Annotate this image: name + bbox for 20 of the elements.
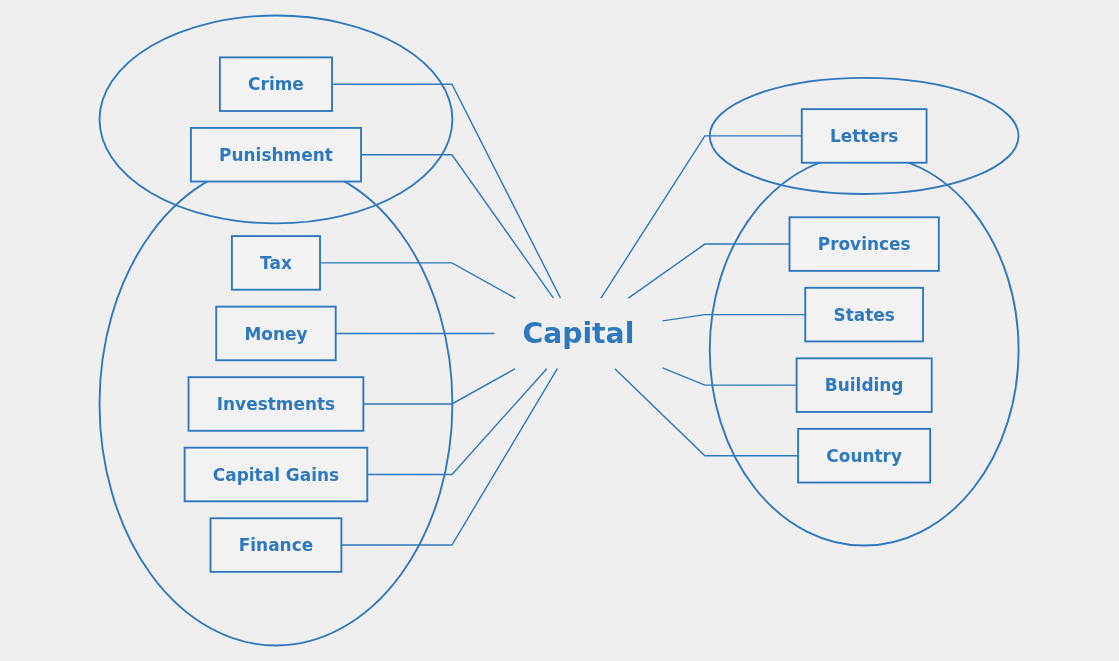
node-box: Capital Gains [184,446,369,503]
node-box: Punishment [190,127,363,183]
node-box: Tax [231,235,322,291]
connector [363,368,517,405]
node-box: Country [797,427,932,484]
cluster [709,76,1020,195]
node-box: Investments [188,376,365,432]
node-box: Letters [801,108,928,164]
node-box: Crime [219,56,334,112]
connector [662,367,798,386]
node-box: Money [215,305,338,362]
node-box: Building [796,357,934,413]
node-box: Provinces [789,216,941,272]
connector [341,368,559,546]
node-box: States [804,286,925,343]
connector [367,368,548,476]
node-text: Capital [522,316,635,350]
node-box: Finance [210,517,343,573]
connector [600,135,803,299]
cluster [99,14,454,225]
